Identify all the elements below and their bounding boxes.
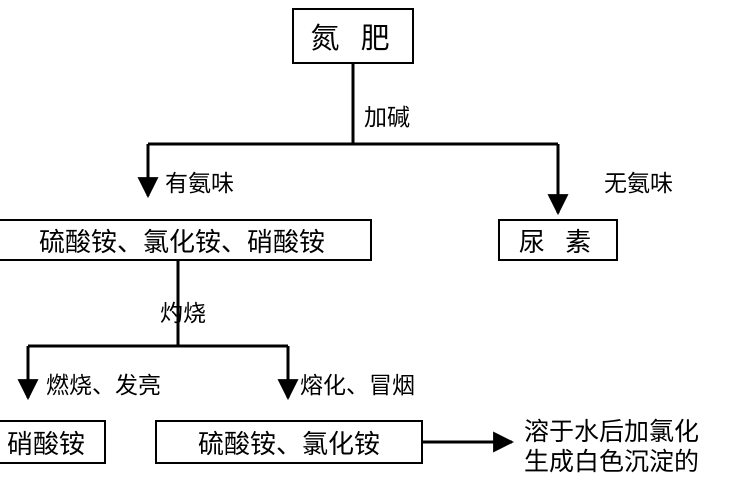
node-urea: 尿 素 bbox=[498, 219, 618, 261]
node-fertilizer: 氮 肥 bbox=[292, 8, 414, 64]
edge-label-flame-bright: 燃烧、发亮 bbox=[46, 373, 161, 399]
edge-label-melt-smoke: 熔化、冒烟 bbox=[300, 373, 415, 399]
annotation-dissolve-note: 溶于水后加氯化 生成白色沉淀的 bbox=[524, 417, 700, 476]
node-ammonium-group-label: 硫酸铵、氯化铵、硝酸铵 bbox=[38, 227, 325, 258]
node-urea-label: 尿 素 bbox=[518, 227, 598, 258]
edge-label-add-alkali: 加碱 bbox=[364, 105, 410, 131]
node-fertilizer-label: 氮 肥 bbox=[310, 21, 396, 55]
edge-label-ignite: 灼烧 bbox=[160, 301, 206, 327]
node-ammonium-group: 硫酸铵、氯化铵、硝酸铵 bbox=[0, 219, 372, 261]
node-sulfate-chloride: 硫酸铵、氯化铵 bbox=[155, 420, 423, 464]
edge-label-no-ammonia: 无氨味 bbox=[604, 171, 673, 197]
node-sulfate-chloride-label: 硫酸铵、氯化铵 bbox=[197, 429, 380, 460]
node-ammonium-nitrate-label: 硝酸铵 bbox=[6, 429, 85, 460]
edge-label-has-ammonia: 有氨味 bbox=[165, 171, 234, 197]
node-ammonium-nitrate: 硝酸铵 bbox=[0, 420, 106, 464]
